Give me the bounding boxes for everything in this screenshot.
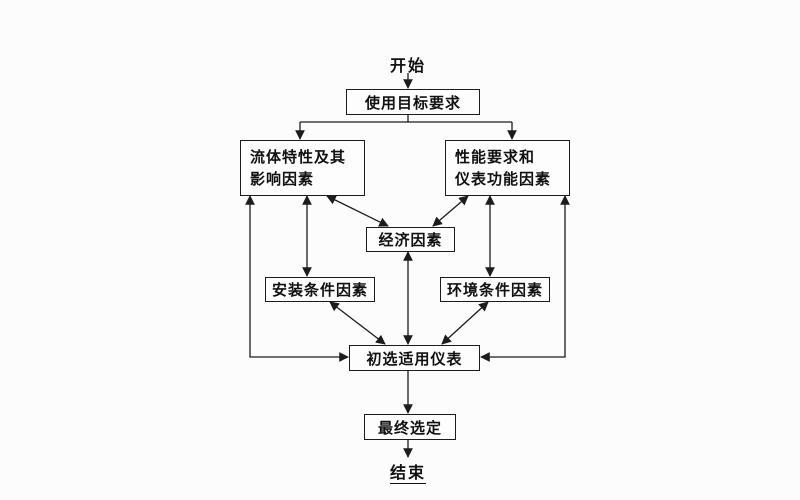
arrow-environment-preliminary <box>441 301 489 345</box>
arrow-performance-preliminary-elbow <box>480 195 570 362</box>
fluid-factors-line2: 影响因素 <box>250 170 315 188</box>
fluid-factors-line1: 流体特性及其 <box>250 148 347 166</box>
environment-factors-box: 环境条件因素 <box>440 277 550 302</box>
end-label-text: 结束 <box>389 463 426 484</box>
economic-factors-box: 经济因素 <box>366 227 455 252</box>
performance-factors-box: 性能要求和 仪表功能因素 <box>445 140 570 196</box>
installation-factors-label: 安装条件因素 <box>271 281 368 299</box>
economic-factors-label: 经济因素 <box>378 231 443 249</box>
performance-factors-line1: 性能要求和 <box>455 148 536 166</box>
arrow-fluid-economic <box>326 195 389 227</box>
preliminary-selection-box: 初选适用仪表 <box>349 345 480 371</box>
arrow-fluid-preliminary-elbow <box>245 195 349 362</box>
performance-factors-line2: 仪表功能因素 <box>455 170 552 188</box>
end-label: 结束 <box>372 459 444 484</box>
start-label-text: 开始 <box>389 56 426 75</box>
installation-factors-box: 安装条件因素 <box>265 277 375 302</box>
start-label: 开始 <box>372 52 444 76</box>
arrow-installation-preliminary <box>329 301 386 345</box>
usage-goal-box: 使用目标要求 <box>346 89 480 115</box>
arrow-performance-economic <box>432 195 469 227</box>
usage-goal-label: 使用目标要求 <box>364 93 461 112</box>
final-selection-label: 最终选定 <box>377 418 442 437</box>
fluid-factors-box: 流体特性及其 影响因素 <box>240 140 365 196</box>
preliminary-selection-label: 初选适用仪表 <box>366 349 463 368</box>
final-selection-box: 最终选定 <box>364 414 456 440</box>
environment-factors-label: 环境条件因素 <box>446 281 543 299</box>
